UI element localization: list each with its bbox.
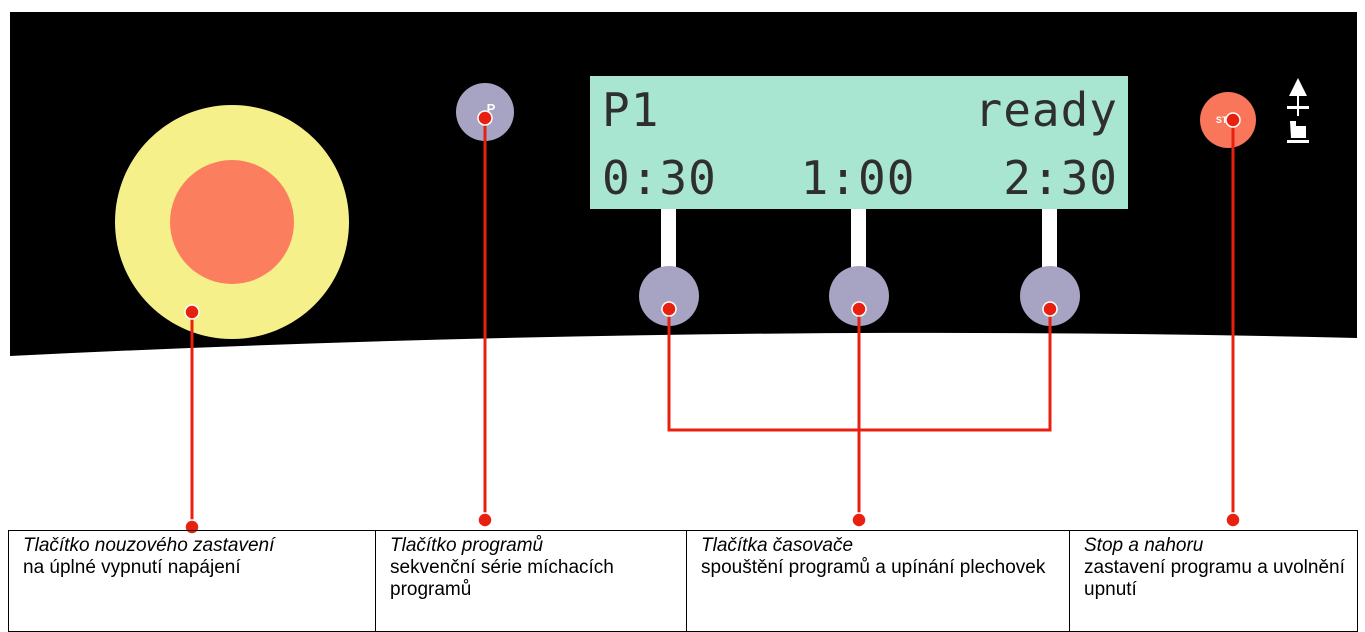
callout-leaders (190, 118, 1235, 530)
dot-program (477, 110, 493, 126)
callout-emergency-stop: Tlačítko nouzového zastavení na úplné vy… (8, 530, 376, 632)
timer-button-1[interactable] (639, 266, 699, 326)
dot-caption-4 (1225, 512, 1241, 528)
dot-estop (184, 304, 200, 320)
callout-title: Tlačítka časovače (701, 535, 854, 556)
callout-title: Tlačítko nouzového zastavení (23, 535, 275, 556)
callout-description: sekvenční série míchacích programů (390, 557, 614, 600)
arrow-up-release-icon (1287, 78, 1309, 143)
callout-program-button: Tlačítko programů sekvenční série míchac… (375, 530, 687, 632)
callout-title: Stop a nahoru (1084, 535, 1204, 556)
emergency-stop-red-cap (170, 160, 294, 284)
callout-legend-table: Tlačítko nouzového zastavení na úplné vy… (8, 530, 1358, 632)
lcd-status: ready (975, 83, 1118, 137)
callout-title: Tlačítko programů (390, 535, 544, 556)
callout-description: na úplné vypnutí napájení (23, 557, 241, 578)
dot-timer-2 (851, 301, 867, 317)
lcd-display: P1 ready 0:30 1:00 2:30 (590, 76, 1128, 209)
timer-button-3[interactable] (1020, 266, 1080, 326)
lcd-program: P1 (602, 83, 659, 137)
lcd-screen (590, 76, 1128, 209)
dot-timer-1 (661, 301, 677, 317)
callout-stop-up: Stop a nahoru zastavení programu a uvoln… (1069, 530, 1358, 632)
callout-description: spouštění programů a upínání plechovek (701, 557, 1046, 578)
dot-caption-2 (477, 512, 493, 528)
callout-description: zastavení programu a uvolnění upnutí (1084, 557, 1345, 600)
lcd-time-2: 1:00 (801, 151, 916, 205)
emergency-stop-button[interactable] (115, 105, 349, 339)
program-button-label: P (487, 101, 496, 116)
dot-stop (1225, 112, 1241, 128)
dot-timer-3 (1042, 301, 1058, 317)
dot-caption-3 (851, 512, 867, 528)
lcd-time-3: 2:30 (1003, 151, 1118, 205)
callout-dots (184, 110, 1241, 535)
callout-timer-buttons: Tlačítka časovače spouštění programů a u… (686, 530, 1070, 632)
lcd-time-1: 0:30 (602, 151, 717, 205)
timer-button-2[interactable] (829, 266, 889, 326)
